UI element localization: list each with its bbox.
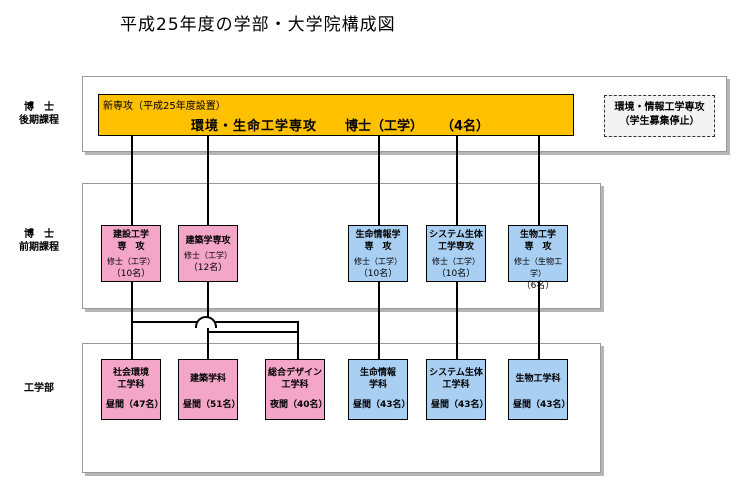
- connector-civil-to-dept: [131, 282, 133, 359]
- connector-biotech-to-dept: [538, 282, 540, 359]
- level-label-line: 工学部: [24, 383, 54, 394]
- connector-new-to-civil: [131, 136, 133, 225]
- new-major-degree: 博士（工学）: [345, 119, 424, 134]
- dept-integrated-design: 総合デザイン 工学科 夜間（40名）: [265, 359, 328, 420]
- major-name-line: 専 攻: [364, 242, 392, 252]
- major-degree: 修士（工学）: [354, 257, 402, 266]
- dept-architecture: 建築学科 昼間（51名）: [178, 359, 241, 420]
- major-capacity: （12名）: [188, 263, 228, 273]
- major-name-line: システム生体: [429, 230, 483, 240]
- dept-schedule: 昼間（43名）: [353, 400, 411, 410]
- dept-name-line: 生命情報: [359, 368, 396, 378]
- dept-name-line: 建築学科: [189, 374, 226, 384]
- dept-name-line: システム生体: [429, 368, 483, 378]
- new-major-name: 環境・生命工学専攻: [191, 119, 318, 134]
- connector-new-to-sysbio: [456, 136, 458, 225]
- connector-design-vertical: [297, 321, 299, 359]
- level-label-line: 博 士: [24, 102, 54, 113]
- major-capacity: （10名）: [358, 269, 398, 279]
- major-capacity: （10名）: [111, 269, 151, 279]
- master-major-systems-bioengineering: システム生体 工学専攻 修士（工学） （10名）: [426, 225, 486, 282]
- major-name-line: 生命情報学: [355, 230, 401, 240]
- dept-schedule: 夜間（40名）: [270, 400, 328, 410]
- connector-new-to-biotech: [538, 136, 540, 225]
- dept-schedule: 昼間（51名）: [183, 400, 241, 410]
- suspended-major-box: 環境・情報工学専攻 （学生募集停止）: [604, 95, 715, 137]
- new-major-tag: 新専攻（平成25年度設置）: [103, 101, 226, 112]
- new-major-count: （4名）: [441, 119, 490, 134]
- dept-name-line: 総合デザイン: [267, 368, 322, 378]
- major-degree: 修士（工学）: [184, 251, 232, 260]
- major-name-line: 生物工学: [519, 230, 556, 240]
- new-major-box: 新専攻（平成25年度設置） 環境・生命工学専攻 博士（工学） （4名）: [98, 94, 574, 136]
- major-name-line: 工学専攻: [437, 242, 474, 252]
- major-degree: 修士（工学）: [107, 257, 155, 266]
- major-degree: 修士（生物工学）: [514, 257, 562, 278]
- level-label-doctoral-late: 博 士 後期課程: [4, 101, 74, 127]
- level-label-line: 前期課程: [19, 242, 59, 253]
- level-label-line: 後期課程: [19, 115, 59, 126]
- suspended-major-note: （学生募集停止）: [619, 116, 700, 127]
- major-capacity: （6名）: [521, 281, 555, 291]
- dept-name-line: 工学科: [281, 380, 309, 390]
- diagram-title: 平成25年度の学部・大学院構成図: [120, 15, 396, 35]
- dept-schedule: 昼間（43名）: [431, 400, 489, 410]
- dept-name-line: 生物工学科: [515, 374, 561, 384]
- connector-bioinfo-to-dept: [378, 282, 380, 359]
- connector-arch-horizontal-lower: [207, 331, 297, 333]
- major-name-line: 建設工学: [112, 230, 149, 240]
- major-name-line: 専 攻: [117, 242, 145, 252]
- dept-schedule: 昼間（47名）: [106, 400, 164, 410]
- dept-bioinformatics: 生命情報 学科 昼間（43名）: [348, 359, 411, 420]
- level-label-faculty: 工学部: [4, 382, 74, 395]
- connector-new-to-bioinfo: [378, 136, 380, 225]
- major-name-line: 専 攻: [524, 242, 552, 252]
- dept-systems-bioengineering: システム生体 工学科 昼間（43名）: [426, 359, 489, 420]
- master-major-bioinformatics: 生命情報学 専 攻 修士（工学） （10名）: [348, 225, 408, 282]
- level-label-line: 博 士: [24, 229, 54, 240]
- master-major-architecture: 建築学専攻 修士（工学） （12名）: [178, 225, 238, 282]
- major-capacity: （10名）: [436, 269, 476, 279]
- dept-civil-environmental: 社会環境 工学科 昼間（47名）: [101, 359, 164, 420]
- dept-name-line: 学科: [368, 380, 387, 390]
- connector-new-to-arch: [207, 136, 209, 225]
- master-major-civil: 建設工学 専 攻 修士（工学） （10名）: [101, 225, 161, 282]
- dept-schedule: 昼間（43名）: [513, 400, 571, 410]
- dept-name-line: 社会環境: [112, 368, 149, 378]
- master-major-biotechnology: 生物工学 専 攻 修士（生物工学） （6名）: [508, 225, 568, 291]
- dept-name-line: 工学科: [442, 380, 470, 390]
- connector-sysbio-to-dept: [456, 282, 458, 359]
- dept-name-line: 工学科: [117, 380, 145, 390]
- dept-biotechnology: 生物工学科 昼間（43名）: [508, 359, 571, 420]
- level-label-doctoral-early: 博 士 前期課程: [4, 228, 74, 254]
- major-name-line: 建築学専攻: [185, 236, 231, 246]
- line-crossing-bridge: [195, 316, 217, 328]
- major-degree: 修士（工学）: [432, 257, 480, 266]
- suspended-major-name: 環境・情報工学専攻: [614, 102, 705, 113]
